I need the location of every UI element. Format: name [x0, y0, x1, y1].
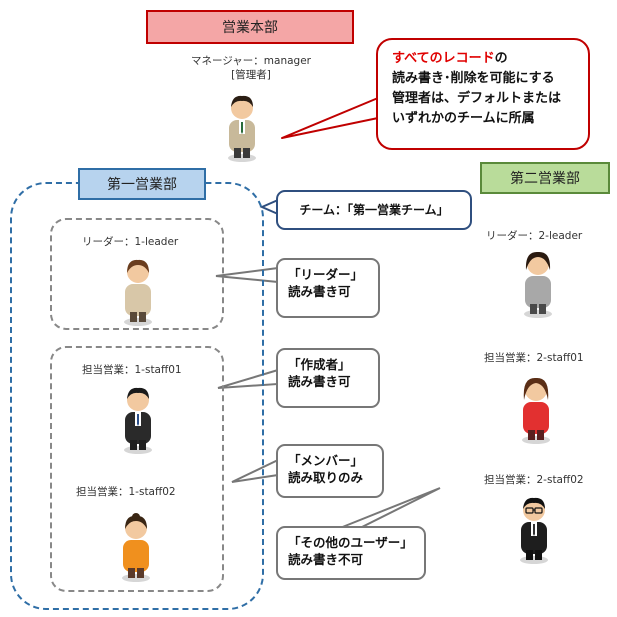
team-callout: チーム：「第一営業チーム」 [276, 190, 472, 230]
leader-callout: 「リーダー」 読み書き可 [276, 258, 380, 318]
staff2-01-label: 担当営業：2-staff01 [484, 352, 584, 364]
leader-callout-line2: 読み書き可 [288, 284, 351, 299]
creator-callout-line1: 「作成者」 [288, 357, 351, 372]
admin-callout-tail [281, 97, 379, 139]
hq-title: 営業本部 [222, 20, 278, 36]
leader2-label: リーダー：2-leader [486, 230, 583, 242]
leader-group [50, 218, 224, 330]
hq-title-box: 営業本部 [146, 10, 354, 44]
admin-callout-line1-rest: の [494, 51, 508, 66]
dept1-title-box: 第一営業部 [78, 168, 206, 200]
member-callout: 「メンバー」 読み取りのみ [276, 444, 384, 498]
other-callout-line2: 読み書き不可 [288, 552, 364, 567]
manager-note-label: [管理者] [231, 69, 271, 81]
staff02-person-icon [122, 513, 150, 582]
leader1-label: リーダー：1-leader [82, 236, 179, 248]
leader2-person-icon [524, 251, 552, 318]
manager-person-icon [228, 95, 256, 162]
admin-callout-red: すべてのレコード [392, 51, 495, 66]
manager-role-label: マネージャー：manager [191, 55, 311, 67]
staff2-02-person-icon [520, 497, 548, 564]
admin-callout: すべてのレコードの 読み書き･削除を可能にする 管理者は、デフォルトまたは いず… [376, 38, 590, 150]
leader-callout-line1: 「リーダー」 [288, 267, 364, 282]
dept1-title: 第一営業部 [107, 177, 177, 193]
staff02-label: 担当営業：1-staff02 [76, 486, 176, 498]
staff2-01-person-icon [522, 377, 550, 444]
leader1-person-icon [124, 259, 152, 326]
staff01-person-icon [124, 387, 152, 454]
creator-callout: 「作成者」 読み書き可 [276, 348, 380, 408]
staff-group [50, 346, 224, 592]
staff01-label: 担当営業：1-staff01 [82, 364, 182, 376]
admin-callout-line2: 読み書き･削除を可能にする [392, 71, 555, 86]
other-callout: 「その他のユーザー」 読み書き不可 [276, 526, 426, 580]
team-callout-text: チーム：「第一営業チーム」 [299, 202, 449, 217]
admin-callout-line3: 管理者は、デフォルトまたは [392, 91, 562, 106]
other-callout-line1: 「その他のユーザー」 [288, 535, 413, 550]
creator-callout-line2: 読み書き可 [288, 374, 351, 389]
member-callout-line1: 「メンバー」 [288, 453, 364, 468]
dept2-title: 第二営業部 [510, 171, 580, 187]
member-callout-line2: 読み取りのみ [288, 470, 364, 485]
staff2-02-label: 担当営業：2-staff02 [484, 474, 584, 486]
dept2-title-box: 第二営業部 [480, 162, 610, 194]
admin-callout-line4: いずれかのチームに所属 [392, 111, 535, 126]
